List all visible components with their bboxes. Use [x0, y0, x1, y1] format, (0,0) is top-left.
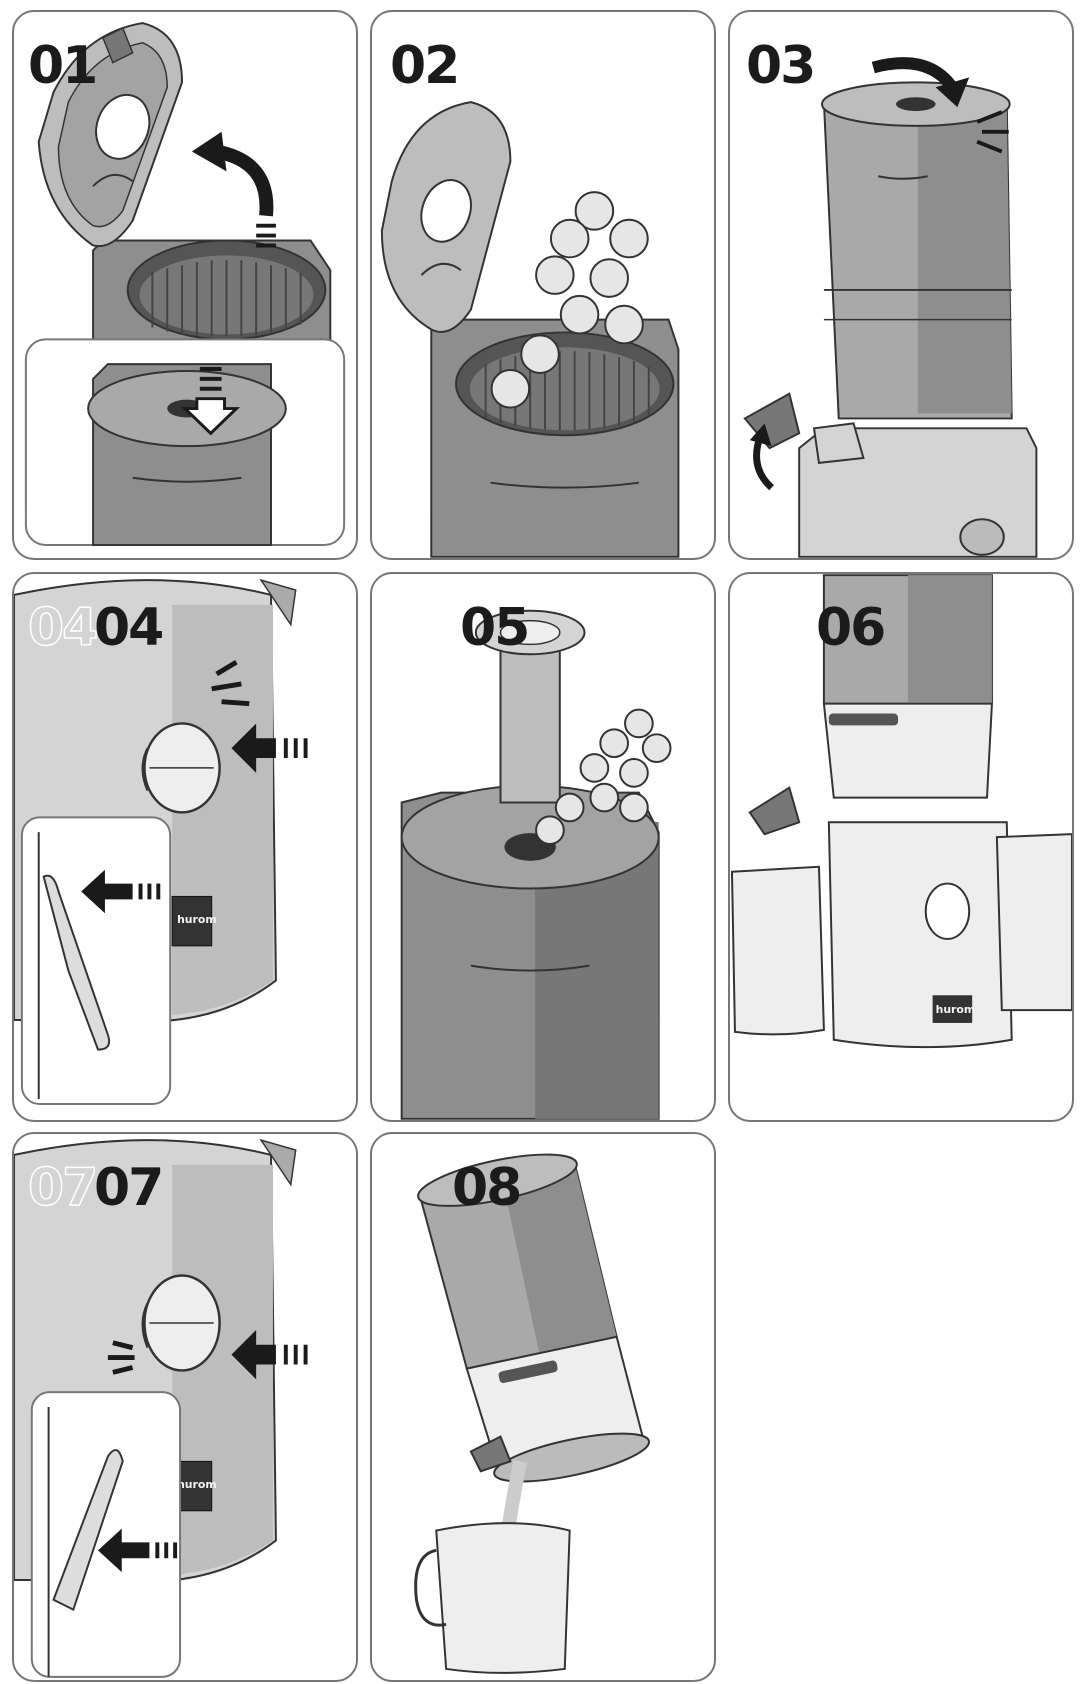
brand-badge: hurom — [177, 913, 217, 926]
fruit-icon — [535, 708, 672, 846]
step-number: 08 — [452, 1158, 522, 1218]
step-number: 04 — [94, 598, 164, 658]
step-panel-03: 03 — [728, 10, 1074, 560]
step-04-illustration: hurom — [14, 578, 308, 1105]
fruit-icon — [490, 191, 649, 409]
step-02-illustration — [380, 101, 680, 558]
step-number: 05 — [460, 598, 530, 658]
step-number: 07 — [94, 1158, 164, 1218]
lid-icon — [380, 101, 512, 333]
step-ghost-number: 07 — [27, 1158, 99, 1218]
brand-badge: hurom — [936, 1003, 976, 1016]
brand-badge: hurom — [177, 1478, 217, 1491]
step-number: 03 — [746, 36, 816, 96]
step-panel-06: hurom 06 — [728, 572, 1074, 1122]
step-07-illustration: hurom — [14, 1138, 308, 1678]
step-05-illustration — [400, 609, 672, 1120]
step-06-illustration: hurom — [730, 574, 1072, 1049]
step-08-illustration — [414, 1153, 651, 1674]
step-number: 01 — [28, 36, 98, 96]
step-number: 06 — [816, 598, 886, 658]
container-icon — [730, 833, 1072, 1036]
lid-icon — [37, 22, 184, 248]
step-panel-01: 01 — [12, 10, 358, 560]
step-ghost-number: 04 — [27, 598, 99, 658]
step-panel-02: 02 — [370, 10, 716, 560]
step-panel-07: hurom 07 07 — [12, 1132, 358, 1682]
step-panel-05: 05 — [370, 572, 716, 1122]
step-01-illustration — [24, 22, 346, 546]
step-panel-08: 08 — [370, 1132, 716, 1682]
pusher-icon — [474, 609, 586, 804]
jug-icon — [414, 1522, 571, 1674]
step-panel-04: hurom 04 04 — [12, 572, 358, 1122]
step-number: 02 — [390, 36, 460, 96]
step-03-illustration — [743, 57, 1038, 558]
